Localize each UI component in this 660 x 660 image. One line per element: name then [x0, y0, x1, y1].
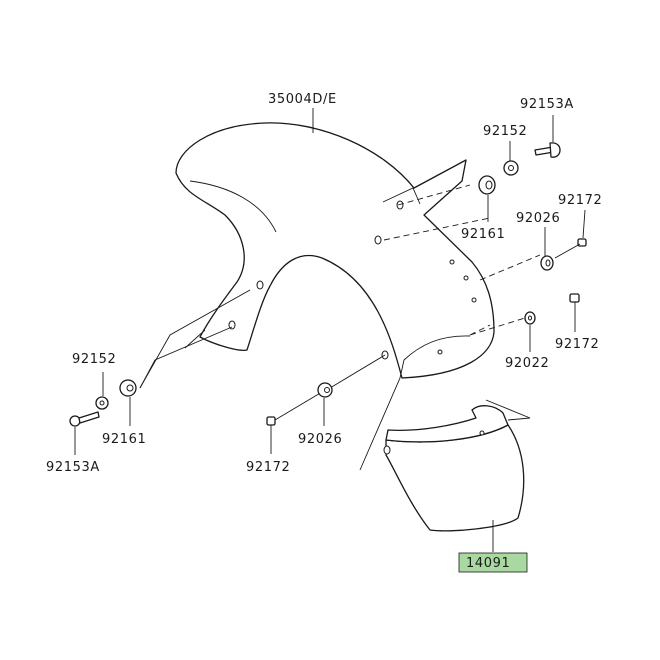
grommet-92161-upper[interactable] [478, 175, 496, 195]
grommet-92026-right[interactable] [540, 255, 554, 271]
label-grommet-92026-center: 92026 [298, 432, 342, 447]
label-grommet-92026-right: 92026 [516, 211, 560, 226]
washer-92152-top[interactable] [503, 160, 519, 176]
label-grommet-92161-upper: 92161 [461, 227, 505, 242]
label-mud-flap: 14091 [466, 556, 510, 571]
label-front-fender: 35004D/E [268, 92, 337, 107]
label-bolt-92153a-top: 92153A [520, 97, 574, 112]
label-grommet-92161-left: 92161 [102, 432, 146, 447]
label-screw-92172-center: 92172 [246, 460, 290, 475]
label-mud-flap-highlight[interactable]: 14091 [458, 552, 528, 573]
front-fender[interactable] [175, 122, 495, 379]
bolt-92153a-left[interactable] [69, 411, 100, 427]
label-bolt-92153a-left: 92153A [46, 460, 100, 475]
grommet-92026-center[interactable] [317, 382, 333, 398]
highlight-box [458, 552, 528, 573]
screw-92172-right-lower[interactable] [569, 293, 580, 303]
label-screw-92172-right-upper: 92172 [558, 193, 602, 208]
bolt-92153a-top[interactable] [534, 142, 561, 158]
label-screw-92172-right-lower: 92172 [555, 337, 599, 352]
washer-92022-right[interactable] [524, 311, 536, 325]
mud-flap[interactable] [383, 405, 525, 532]
screw-92172-center[interactable] [266, 416, 276, 426]
label-washer-92152-top: 92152 [483, 124, 527, 139]
label-washer-92022-right: 92022 [505, 356, 549, 371]
grommet-92161-left[interactable] [119, 379, 137, 397]
washer-92152-left[interactable] [95, 396, 109, 410]
label-washer-92152-left: 92152 [72, 352, 116, 367]
